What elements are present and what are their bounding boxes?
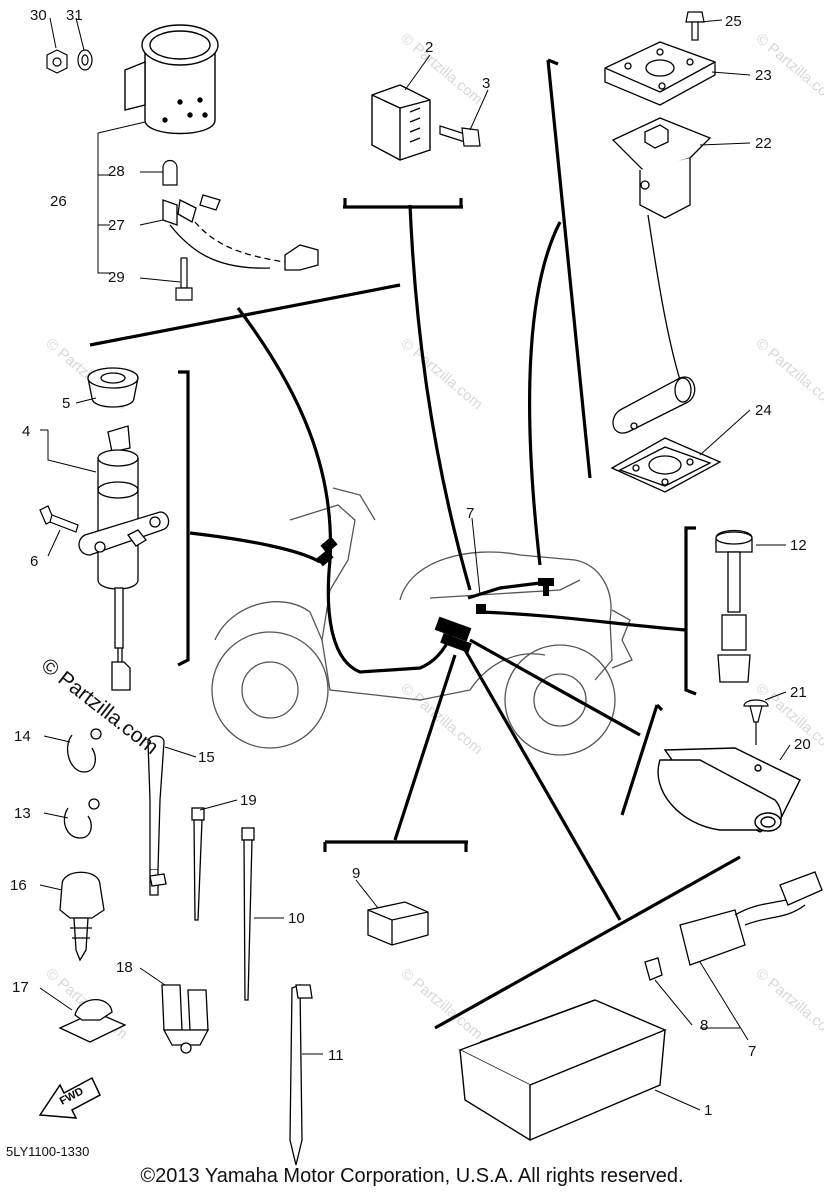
clamp-14-part	[67, 728, 102, 773]
cable-tie-11-part	[289, 984, 313, 1166]
callout-31: 31	[66, 7, 83, 24]
scooter-outline	[211, 487, 633, 756]
callout-4: 4	[22, 423, 30, 440]
callout-3: 3	[482, 75, 490, 92]
nut-part	[46, 49, 68, 74]
cable-tie-10-part	[241, 827, 255, 1001]
faint-watermark: © Partzilla.com	[752, 680, 824, 758]
callout-12: 12	[790, 537, 807, 554]
socket-harness-part	[162, 194, 319, 271]
part-21	[743, 699, 769, 745]
relay-unit-part	[371, 84, 431, 161]
ecu-box-part	[458, 999, 667, 1142]
fuel-sender-part	[611, 117, 712, 381]
faint-watermark: © Partzilla.com	[752, 965, 824, 1043]
float-part	[612, 376, 696, 434]
callout-20: 20	[794, 736, 811, 753]
ignition-switch-part	[78, 425, 170, 691]
callout-19: 19	[240, 792, 257, 809]
callout-8: 8	[700, 1017, 708, 1034]
callout-leaders	[39, 17, 791, 1111]
callout-25: 25	[725, 13, 742, 30]
holder-18-part	[161, 984, 210, 1054]
part-12	[715, 529, 753, 683]
bulb-part	[162, 159, 178, 186]
diagram-code: 5LY1100-1330	[6, 1144, 89, 1159]
harness-leaders	[189, 204, 687, 921]
screw-6-part	[39, 505, 79, 533]
faint-watermark: © Partzilla.com	[397, 335, 485, 413]
callout-7-upper: 7	[466, 505, 474, 522]
callout-labels: 30 31 2 3 25 23 22 28 26 27 29 24 5 4 7 …	[10, 7, 811, 1119]
callout-15: 15	[198, 749, 215, 766]
clamp-13-part	[63, 798, 100, 839]
connector-8-part	[644, 957, 663, 981]
harness-connectors	[316, 536, 554, 653]
plate-23-part	[604, 41, 716, 106]
washer-part	[77, 49, 93, 71]
callout-11: 11	[328, 1047, 344, 1064]
group-brackets	[89, 58, 741, 1030]
callout-1: 1	[704, 1102, 712, 1119]
callout-5: 5	[62, 395, 70, 412]
watermark-layer: © Partzilla.com © Partzilla.com © Partzi…	[42, 30, 824, 1043]
callout-23: 23	[755, 67, 772, 84]
part-20	[657, 747, 801, 833]
callout-21: 21	[790, 684, 807, 701]
relay-9-part	[367, 901, 429, 946]
screw-29-part	[175, 257, 193, 301]
callout-10: 10	[288, 910, 305, 927]
bolt-25-part	[685, 11, 705, 41]
speedometer-part	[124, 24, 219, 135]
callout-7-lower: 7	[748, 1043, 756, 1060]
connector-7-part	[679, 871, 823, 966]
faint-watermark: © Partzilla.com	[397, 965, 485, 1043]
grommet-part	[87, 367, 139, 408]
cable-tie-19-part	[191, 807, 205, 921]
clamp-17-part	[58, 999, 127, 1043]
callout-27: 27	[108, 217, 125, 234]
bolt-3-part	[439, 125, 481, 147]
callout-24: 24	[755, 402, 772, 419]
partzilla-watermark: © Partzilla.com	[37, 654, 163, 759]
band-15-part	[147, 735, 167, 896]
callout-6: 6	[30, 553, 38, 570]
callout-2: 2	[425, 39, 433, 56]
callout-29: 29	[108, 269, 125, 286]
forward-arrow-icon: FWD	[38, 1076, 101, 1119]
callout-16: 16	[10, 877, 27, 894]
callout-26: 26	[50, 193, 67, 210]
group-leaders	[40, 121, 740, 1029]
callout-17: 17	[12, 979, 29, 996]
callout-28: 28	[108, 163, 125, 180]
callout-18: 18	[116, 959, 133, 976]
gasket-24-part	[610, 437, 722, 493]
callout-22: 22	[755, 135, 772, 152]
callout-30: 30	[30, 7, 47, 24]
callout-13: 13	[14, 805, 31, 822]
callout-9: 9	[352, 865, 360, 882]
callout-14: 14	[14, 728, 31, 745]
clip-16-part	[59, 871, 105, 962]
copyright-notice: ©2013 Yamaha Motor Corporation, U.S.A. A…	[140, 1165, 684, 1187]
